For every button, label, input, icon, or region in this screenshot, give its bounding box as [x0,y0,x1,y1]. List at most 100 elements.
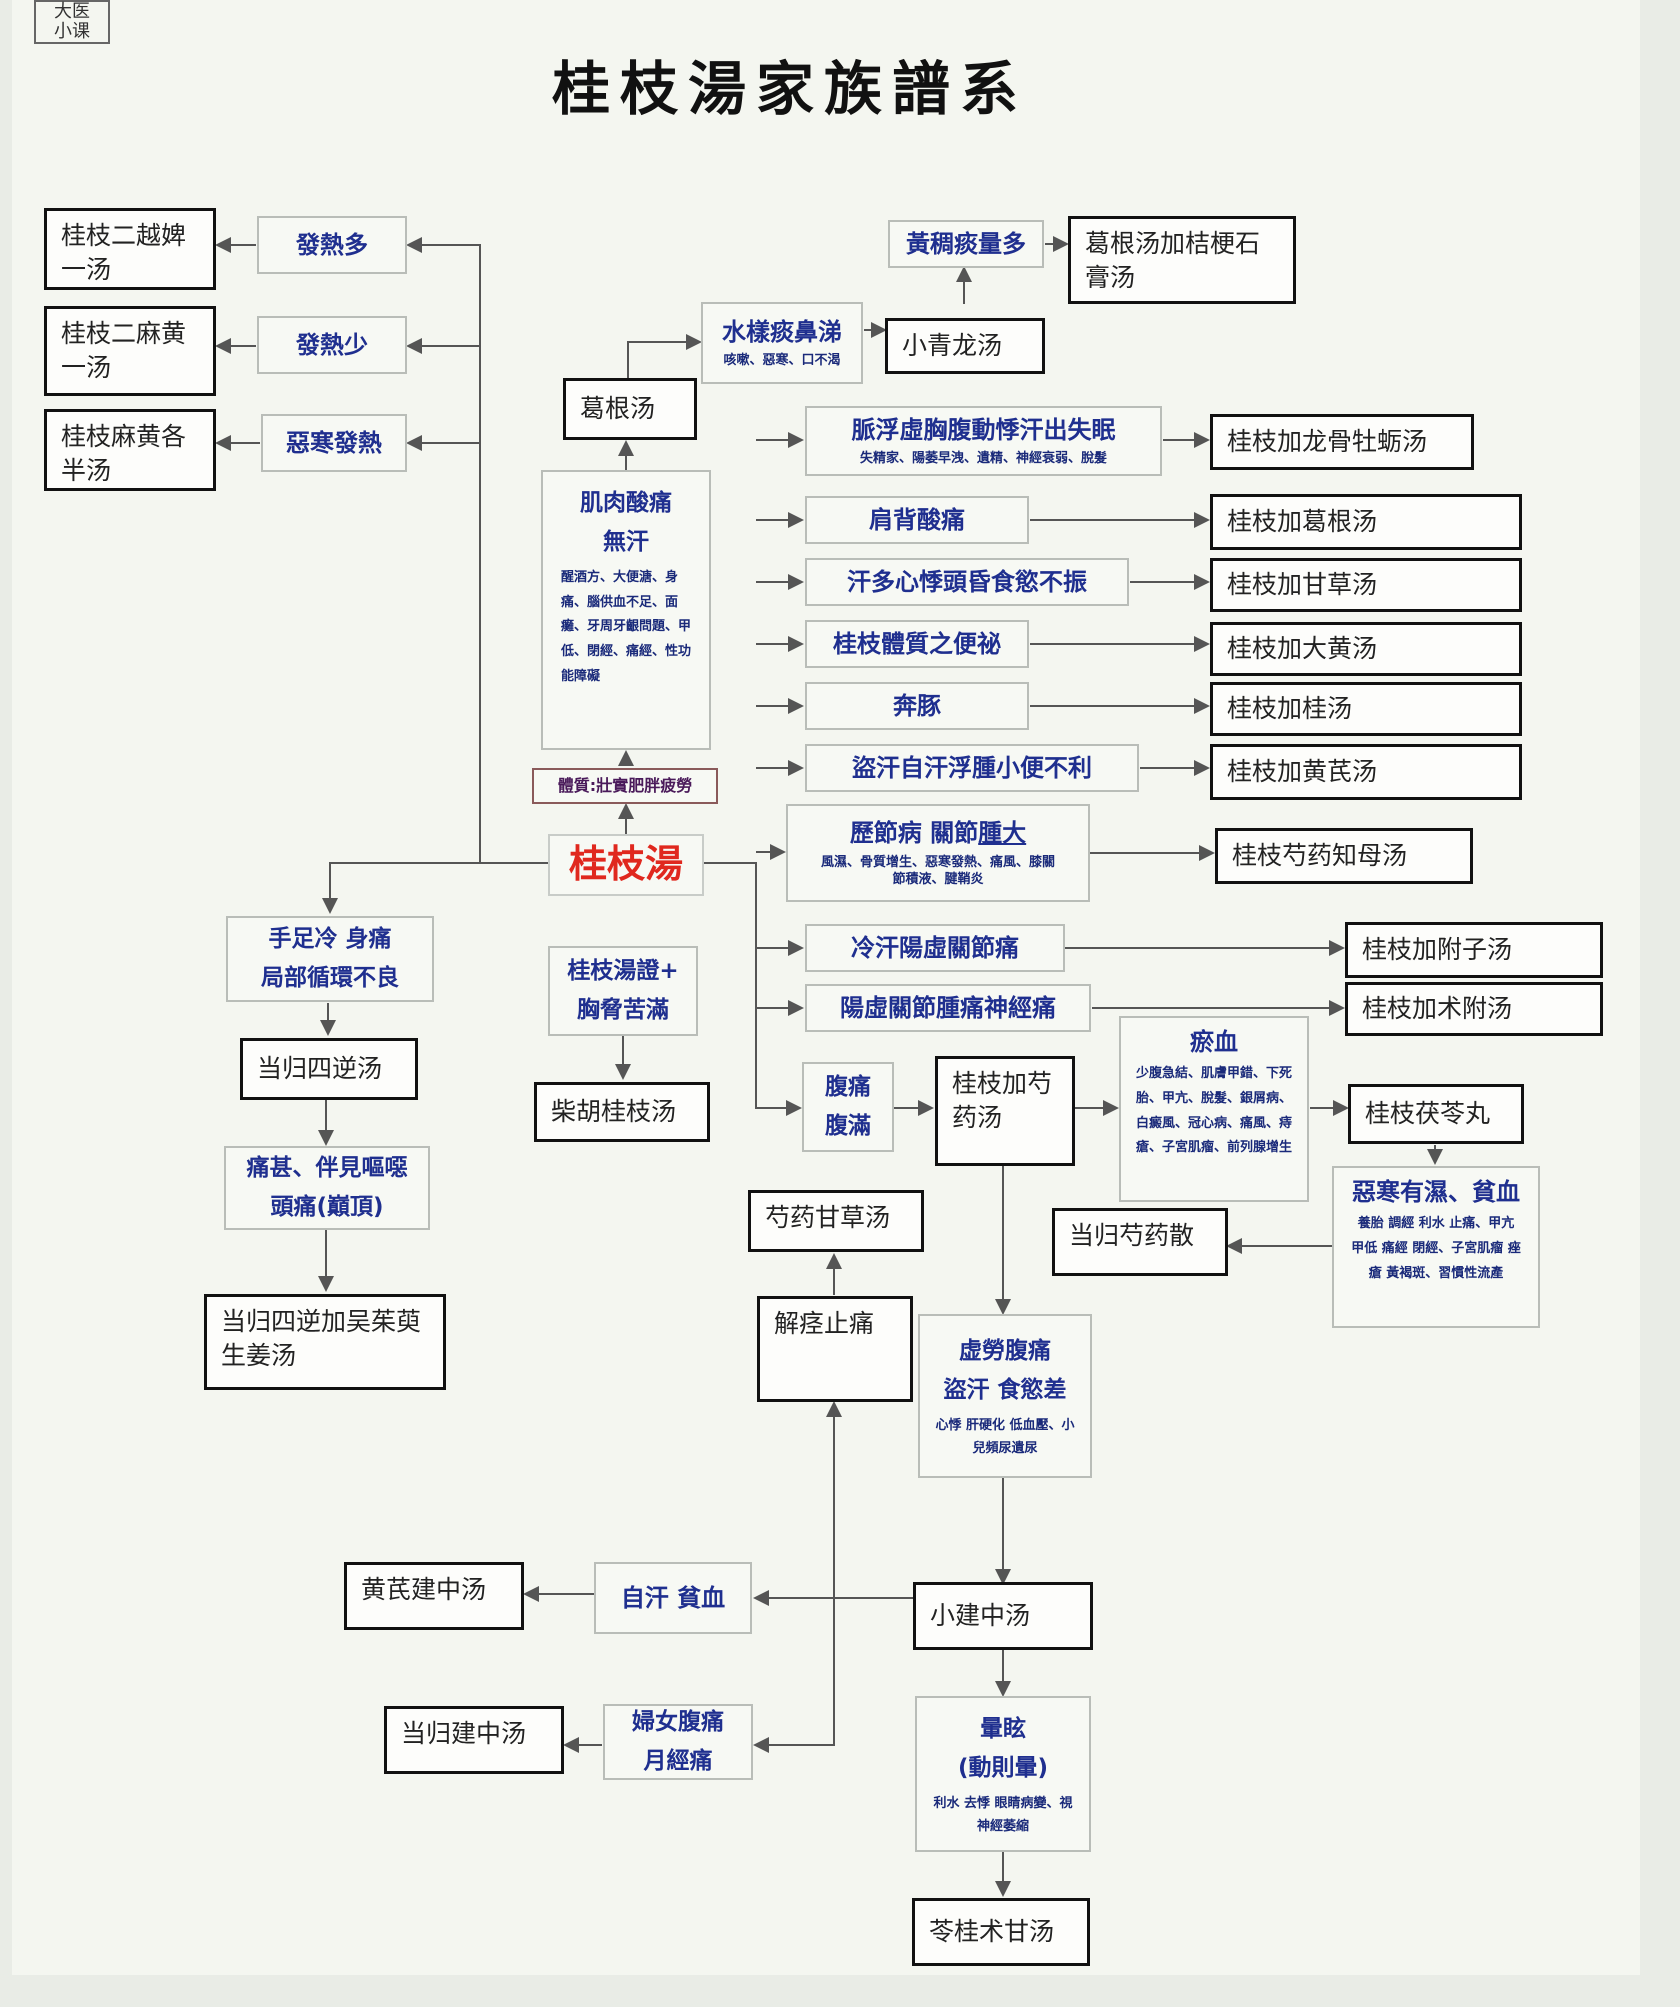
node-gegen-jiegeng-label: 葛根汤加桔梗石膏汤 [1085,229,1261,292]
node-yangxu-label: 陽虛關節腫痛神經痛 [840,993,1056,1022]
node-jirou-label: 肌肉酸痛 [580,490,672,516]
node-jianbei-label: 肩背酸痛 [869,505,965,534]
node-linggui-label: 苓桂术甘汤 [929,1917,1055,1947]
node-constitution: 體質:壯實肥胖疲勞 [532,768,718,804]
node-jia-gui: 桂枝加桂汤 [1210,682,1522,736]
node-gegen-tang-label: 葛根汤 [580,394,656,424]
node-guizhi-erxuepi: 桂枝二越婢一汤 [44,208,216,290]
node-danggui-shaoyao-label: 当归芍药散 [1069,1221,1195,1250]
node-guizhi-zheng: 桂枝湯證+ 胸脅苦滿 [548,946,698,1036]
node-tongshen-label: 痛甚、伴見嘔噁 [246,1154,408,1181]
node-xuanyun-label: 暈眩 [980,1715,1026,1742]
node-guizhi-ermahuang-label: 桂枝二麻黄一汤 [61,319,187,382]
node-danggui-sini-label: 当归四逆汤 [257,1054,383,1084]
node-handuo: 汗多心悸頭昏食慾不振 [805,558,1129,606]
node-jia-shaoyao: 桂枝加芍药汤 [935,1056,1075,1166]
node-shuiyang-tan-sub: 咳嗽、惡寒、口不渴 [723,353,841,369]
node-jia-zhufu: 桂枝加术附汤 [1345,982,1603,1036]
node-guizhi-mahuang-geban: 桂枝麻黄各半汤 [44,409,216,491]
node-maifu: 脈浮虛胸腹動悸汗出失眠 失精家、陽萎早洩、遺精、神經衰弱、脫髮 [805,406,1162,476]
node-danggui-sini: 当归四逆汤 [240,1038,418,1100]
node-danggui-shaoyao: 当归芍药散 [1052,1208,1228,1276]
node-wuhan-shi-sub: 養胎 調經 利水 止痛、甲亢 甲低 痛經 閉經、子宮肌瘤 痤瘡 黃褐斑、習慣性流… [1351,1216,1521,1281]
node-bentun: 奔豚 [805,682,1029,730]
node-lijie-title: 歷節病 關節腫大 [850,817,1026,849]
node-huangqi-jianzhong: 黄芪建中汤 [344,1562,524,1630]
node-jia-fuzi-label: 桂枝加附子汤 [1362,935,1513,965]
node-lenghan: 冷汗陽虛關節痛 [805,924,1065,972]
node-danggui-wuzhuyu: 当归四逆加吴茱萸生姜汤 [204,1294,446,1390]
node-guizhi-mahuang-geban-label: 桂枝麻黄各半汤 [61,422,187,485]
node-linggui: 苓桂术甘汤 [912,1898,1090,1966]
corner-tag-line-2: 小课 [54,21,90,42]
node-guizhi-erxuepi-label: 桂枝二越婢一汤 [61,221,187,284]
node-jirou-sub: 醒酒方、大便溏、身痛、腦供血不足、面癱、牙周牙齦問題、甲低、閉經、痛經、性功能障… [561,570,692,684]
node-jia-gancao: 桂枝加甘草汤 [1210,558,1522,612]
node-jia-dahuang: 桂枝加大黄汤 [1210,622,1522,676]
node-futong-label: 腹痛 [825,1073,871,1100]
node-fare-duo: 發熱多 [257,216,407,274]
node-xiongxie-label: 胸脅苦滿 [577,997,669,1023]
node-yuxue-sub: 少腹急結、肌膚甲錯、下死胎、甲亢、脫髮、銀屑病、白癜風、冠心病、痛風、痔瘡、子宮… [1135,1066,1292,1156]
node-zihan-label: 自汗 貧血 [620,1583,726,1612]
node-lenghan-label: 冷汗陽虛關節痛 [851,933,1019,962]
node-lijie: 歷節病 關節腫大 風濕、骨質增生、惡寒發熱、痛風、膝關節積液、腱鞘炎 [786,804,1090,902]
node-lijie-sub: 風濕、骨質增生、惡寒發熱、痛風、膝關節積液、腱鞘炎 [820,854,1055,888]
node-lijie-underlined: 腫大 [978,819,1027,848]
node-jia-gui-label: 桂枝加桂汤 [1227,694,1353,724]
node-jubu-label: 局部循環不良 [261,965,399,991]
node-longgu-muli: 桂枝加龙骨牡蛎汤 [1210,414,1474,470]
node-danggui-jianzhong-label: 当归建中汤 [401,1719,527,1748]
node-xuanyun-sub: 利水 去悸 眼睛病變、視神經萎縮 [933,1795,1073,1835]
node-fare-shao-label: 發熱少 [296,330,368,359]
corner-tag-line-1: 大医 [54,1,90,22]
node-shuiyang-tan-label: 水樣痰鼻涕 [722,318,842,347]
node-shuiyang-tan: 水樣痰鼻涕 咳嗽、惡寒、口不渴 [701,302,863,384]
node-wuhan-fare: 惡寒發熱 [261,414,407,472]
node-xulao: 虚勞腹痛 盜汗 食慾差 心悸 肝硬化 低血壓、小兒頻尿遺尿 [918,1314,1092,1478]
node-jia-dahuang-label: 桂枝加大黄汤 [1227,634,1378,664]
node-funv-label: 婦女腹痛 [632,1708,724,1735]
node-xuanyun: 暈眩 (動則暈) 利水 去悸 眼睛病變、視神經萎縮 [915,1696,1091,1852]
node-xiaoqinglong-label: 小青龙汤 [902,331,1003,361]
node-jia-fuzi: 桂枝加附子汤 [1345,922,1603,978]
page-title: 桂枝湯家族譜系 [551,55,1028,123]
node-zihan: 自汗 貧血 [594,1562,752,1634]
node-gegen-jiegeng: 葛根汤加桔梗石膏汤 [1068,216,1296,304]
node-huangqi-jianzhong-label: 黄芪建中汤 [361,1575,487,1604]
node-jia-gegen-label: 桂枝加葛根汤 [1227,507,1378,537]
node-fuling-wan: 桂枝茯苓丸 [1348,1084,1524,1144]
corner-tag: 大医 小课 [34,0,110,44]
node-gegen-tang: 葛根汤 [563,378,697,440]
node-fuman-label: 腹滿 [825,1113,871,1139]
node-yuxue: 瘀血 少腹急結、肌膚甲錯、下死胎、甲亢、脫髮、銀屑病、白癜風、冠心病、痛風、痔瘡… [1119,1016,1309,1202]
node-chaihu-guizhi-label: 柴胡桂枝汤 [551,1097,677,1127]
node-root-label: 桂枝湯 [568,842,683,887]
node-tongshen: 痛甚、伴見嘔噁 頭痛(巔頂) [224,1146,430,1230]
node-shaoyao-zhimu: 桂枝芍药知母汤 [1215,828,1473,884]
node-shouzu: 手足冷 身痛 局部循環不良 [226,916,434,1002]
node-huangchou-tan-label: 黃稠痰量多 [906,229,1026,258]
node-daohan: 盜汗自汗浮腫小便不利 [805,744,1139,792]
node-xiaoqinglong: 小青龙汤 [885,318,1045,374]
node-danggui-jianzhong: 当归建中汤 [384,1706,564,1774]
node-shaoyao-zhimu-label: 桂枝芍药知母汤 [1232,841,1408,871]
node-fare-shao: 發熱少 [257,316,407,374]
node-shaoyao-gancao-label: 芍药甘草汤 [765,1203,891,1232]
node-danggui-wuzhuyu-label: 当归四逆加吴茱萸生姜汤 [221,1307,422,1370]
node-wuhan-fare-label: 惡寒發熱 [286,428,382,457]
node-longgu-muli-label: 桂枝加龙骨牡蛎汤 [1227,427,1428,457]
node-xiaojianzhong-label: 小建中汤 [930,1601,1031,1631]
node-bentun-label: 奔豚 [893,691,941,720]
node-jia-zhufu-label: 桂枝加术附汤 [1362,994,1513,1024]
node-daohan-shiyu-label: 盜汗 食慾差 [943,1376,1067,1403]
node-lijie-label: 歷節病 關節 [849,819,979,848]
node-funv: 婦女腹痛 月經痛 [603,1704,753,1780]
node-jiejing: 解痉止痛 [757,1296,913,1402]
node-jia-gancao-label: 桂枝加甘草汤 [1227,570,1378,600]
node-fuling-wan-label: 桂枝茯苓丸 [1365,1099,1491,1129]
node-handuo-label: 汗多心悸頭昏食慾不振 [847,567,1087,596]
node-yuxue-label: 瘀血 [1190,1028,1238,1056]
node-xulao-sub: 心悸 肝硬化 低血壓、小兒頻尿遺尿 [935,1417,1075,1457]
node-daohan-label: 盜汗自汗浮腫小便不利 [852,753,1092,782]
